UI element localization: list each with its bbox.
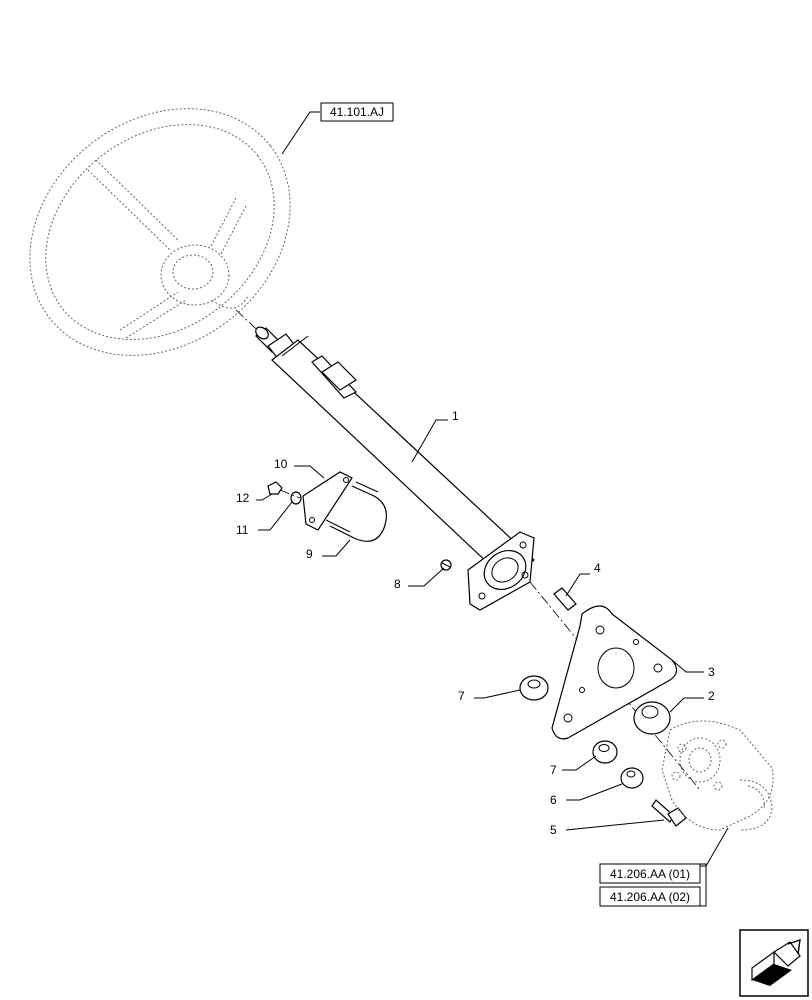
steering-column — [235, 309, 535, 611]
steering-wheel-phantom — [29, 108, 291, 356]
ref-steering-wheel-label: 41.101.AJ — [330, 105, 384, 119]
washer-6 — [620, 767, 644, 789]
spacer-7-upper — [519, 675, 549, 701]
next-page-arrow-icon[interactable] — [739, 929, 809, 997]
callout-1: 1 — [452, 409, 459, 423]
callout-11: 11 — [236, 523, 249, 537]
callout-5: 5 — [550, 823, 557, 837]
spacer-7-lower — [592, 740, 618, 764]
callout-12: 12 — [236, 491, 250, 505]
ref-steering-unit-02-label: 41.206.AA (02) — [610, 890, 690, 904]
callout-7-upper: 7 — [458, 689, 465, 703]
ref-box-steering-unit[interactable]: 41.206.AA (01) 41.206.AA (02) — [599, 863, 707, 907]
mounting-plate-3 — [551, 605, 678, 740]
callout-8: 8 — [394, 577, 401, 591]
callout-10: 10 — [274, 457, 288, 471]
callout-4: 4 — [594, 561, 601, 575]
callout-9: 9 — [306, 547, 313, 561]
screw-8 — [440, 559, 452, 571]
u-bolt-clamp-group — [267, 471, 387, 542]
bolt-5 — [651, 799, 687, 827]
screw-4 — [553, 587, 577, 611]
callout-2: 2 — [708, 689, 715, 703]
callout-3: 3 — [708, 665, 715, 679]
ref-box-steering-wheel[interactable]: 41.101.AJ — [320, 102, 394, 122]
steering-unit-phantom — [661, 720, 774, 831]
ref-steering-unit-01-label: 41.206.AA (01) — [610, 867, 690, 881]
callout-7-lower: 7 — [550, 763, 557, 777]
bushing-2 — [633, 701, 671, 735]
callout-6: 6 — [550, 793, 557, 807]
